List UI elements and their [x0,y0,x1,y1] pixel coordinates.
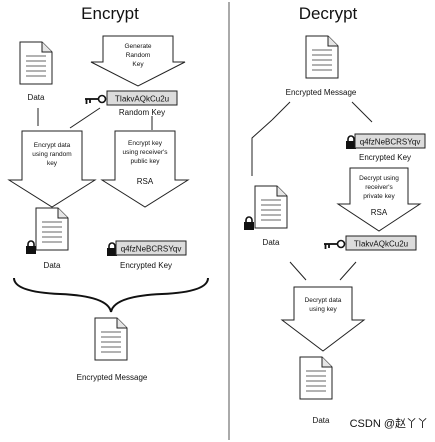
decrypt-encrypted-key-value: q4fzNeBCRSYqv [360,138,421,147]
encrypted-key-box [115,240,187,256]
decrypt-encrypted-key-box [354,133,426,149]
locked-data-document-icon [35,207,69,251]
encrypted-key-label: Encrypted Key [120,261,172,270]
decrypt-key-arrow-line-3: private key [363,193,395,200]
decrypt-title: Decrypt [299,4,358,23]
decrypt-key-arrow-line-1: Decrypt using [359,175,399,182]
connector-message-to-data-path [251,119,273,176]
generate-arrow-line-2: Random [126,52,151,59]
connector-message-to-key [351,101,373,123]
encrypt-key-arrow-line-2: using receiver's [123,149,169,156]
encrypt-key-arrow-line-3: public key [131,158,161,165]
generate-arrow-line-1: Generate [124,43,151,50]
encrypt-data-arrow [7,130,97,208]
decrypt-key-arrow-line-2: receiver's [365,184,393,191]
data-document-icon [19,41,53,85]
lock-icon [25,240,37,255]
random-key-box [106,90,178,106]
encrypt-key-arrow-line-1: Encrypt key [128,140,163,147]
watermark: CSDN @赵丫丫 [350,416,428,430]
decrypt-data-label: Data [313,416,330,425]
decrypt-data-arrow [280,286,366,352]
combine-brace [13,277,209,313]
generate-key-arrow [90,35,186,87]
encrypt-encrypted-message-label: Encrypted Message [77,373,148,382]
encrypt-rsa-label: RSA [137,177,154,186]
encrypted-message-document-icon [305,35,339,79]
random-key-value: TIakvAQkCu2u [115,95,169,104]
encrypt-data-arrow-line-3: key [47,160,58,167]
decrypt-key-arrow [336,167,422,232]
key-icon [323,239,346,250]
locked-data-document-icon [254,185,288,229]
encrypt-key-arrow [100,130,190,208]
decrypt-encrypted-message-label: Encrypted Message [286,88,357,97]
decrypt-data-arrow-line-1: Decrypt data [305,297,342,304]
encrypt-data-arrow-line-1: Encrypt data [34,142,71,149]
lock-icon [243,216,255,231]
encrypted-key-value: q4fzNeBCRSYqv [121,245,182,254]
encrypt-data-arrow-line-2: using random [32,151,71,158]
connector-data-to-decrypt [289,261,307,281]
connector-key-to-arrow [69,107,101,129]
decrypt-key-value: TIakvAQkCu2u [354,240,408,249]
connector-message-to-data [271,101,291,121]
decrypt-encrypted-key-label: Encrypted Key [359,153,411,162]
random-key-label: Random Key [119,108,165,117]
decrypted-data-document-icon [299,356,333,400]
connector-key-to-decrypt [339,261,357,281]
generate-arrow-line-3: Key [132,61,144,68]
decrypt-rsa-label: RSA [371,208,388,217]
decrypt-locked-data-label: Data [263,238,280,247]
key-icon [84,94,107,105]
encrypted-message-document-icon [94,317,128,361]
decrypt-data-arrow-line-2: using key [309,306,337,313]
encrypt-data-label: Data [28,93,45,102]
decrypt-key-box [345,235,417,251]
encrypt-locked-data-label: Data [44,261,61,270]
encrypt-title: Encrypt [81,4,139,23]
